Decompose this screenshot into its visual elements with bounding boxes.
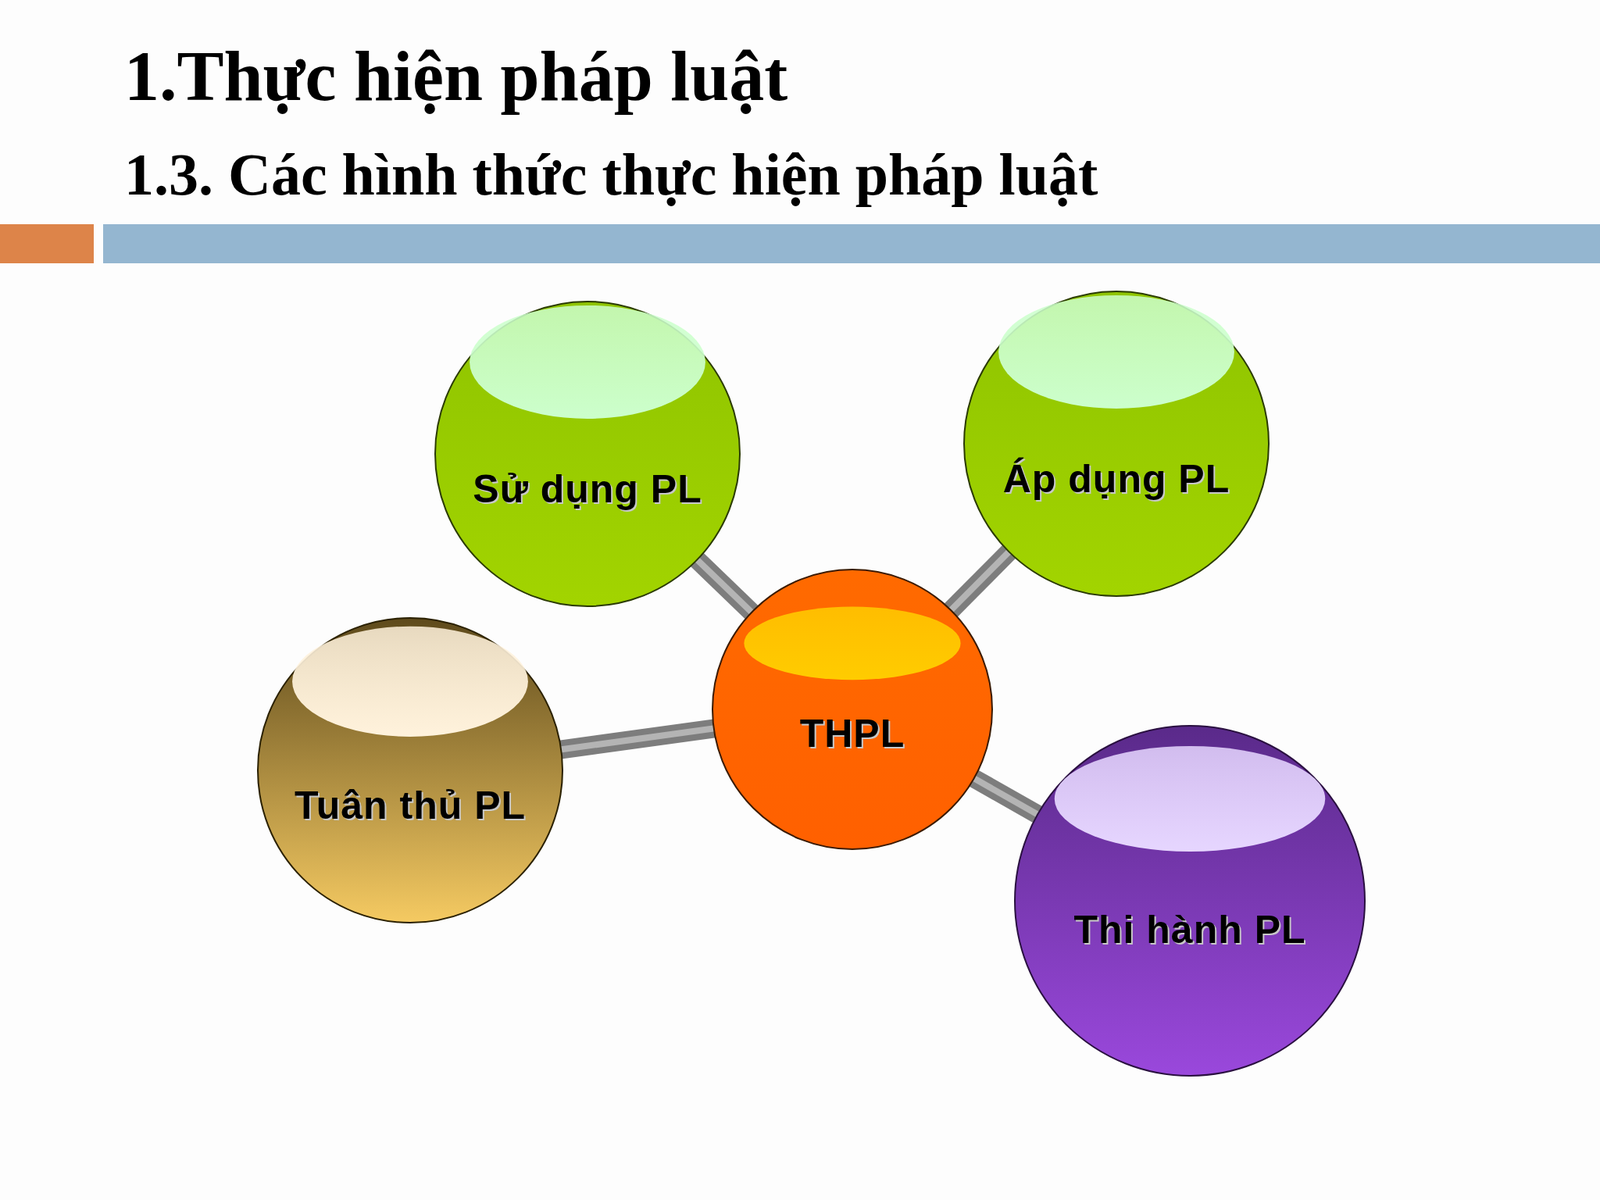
slide-subtitle: 1.3. Các hình thức thực hiện pháp luật (124, 142, 1098, 208)
connector-group (558, 728, 716, 750)
circle-fill (1014, 725, 1365, 1076)
circle-shape (963, 290, 1270, 597)
slide-title: 1.Thực hiện pháp luật (124, 37, 788, 115)
connector-bar (558, 728, 716, 750)
blue-bar (103, 224, 1600, 264)
connector-shine (695, 557, 754, 615)
connector-bar (949, 550, 1011, 612)
connector-shine (971, 777, 1040, 816)
connector-shine (558, 728, 716, 750)
circle-shape (257, 617, 564, 924)
circle-fill (257, 617, 563, 923)
circle-shape (1014, 725, 1366, 1077)
circle-shape (711, 568, 993, 850)
circle-fill (712, 569, 993, 850)
orange-bar (0, 224, 94, 264)
circle-node: Áp dụng PL (963, 290, 1270, 597)
circle-node: Tuân thủ PL (257, 617, 564, 924)
circle-node: THPL (711, 568, 993, 850)
circle-highlight (743, 607, 961, 681)
circle-highlight (998, 295, 1235, 409)
connector-bar (971, 777, 1040, 816)
circle-highlight (292, 626, 529, 737)
connector-group (949, 550, 1011, 612)
node-label: Thi hành PL (1073, 907, 1306, 954)
connector-bar (695, 557, 754, 615)
circle-fill (435, 301, 740, 607)
circle-node: Thi hành PL (1014, 725, 1366, 1077)
node-label: Sử dụng PL (472, 467, 702, 513)
circle-node: Sử dụng PL (434, 300, 741, 608)
circle-highlight (469, 305, 706, 419)
connector-group (695, 557, 754, 615)
node-label: Áp dụng PL (1003, 457, 1231, 503)
circle-fill (964, 291, 1269, 597)
node-label: THPL (800, 711, 906, 758)
node-label: Tuân thủ PL (294, 783, 526, 829)
circle-highlight (1054, 746, 1326, 852)
connector-shine (949, 550, 1011, 612)
connector-group (971, 777, 1040, 816)
circle-shape (434, 300, 741, 608)
